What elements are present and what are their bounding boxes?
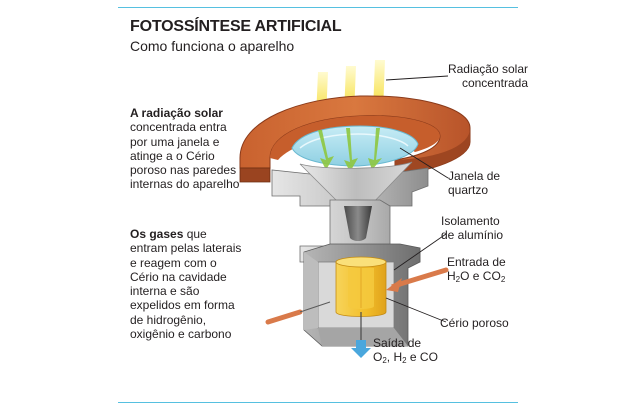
concentrator-cone (299, 161, 413, 207)
paragraph-solar-line: concentrada entra (130, 120, 227, 135)
leader-ceria (385, 297, 447, 323)
paragraph-solar: A radiação solar concentrada entra por u… (130, 106, 255, 192)
quartz-window (291, 125, 419, 167)
gas-inlet-arrow (265, 309, 303, 325)
leader-solar (385, 75, 449, 81)
paragraph-gases-line: e reagem com o (130, 255, 217, 270)
nozzle (344, 206, 372, 241)
formula-part: e CO (406, 350, 438, 364)
formula-part: , H (386, 350, 403, 364)
paragraph-gases-line: interna e são (130, 284, 200, 299)
callout-solar: Radiação solar concentrada (432, 62, 528, 90)
formula-part: O e CO (460, 269, 501, 283)
light-arrow (344, 128, 358, 172)
paragraph-solar-line: poroso nas paredes (130, 163, 237, 178)
page-subtitle: Como funciona o aparelho (130, 38, 295, 54)
callout-solar-line: Radiação solar (447, 62, 528, 76)
gas-inlet-line (299, 301, 331, 313)
paragraph-solar-lead: A radiação solar (130, 106, 223, 120)
formula-part: H (447, 269, 456, 283)
outlet-arrow (351, 340, 371, 358)
top-rule (118, 7, 518, 8)
paragraph-gases-first: que (183, 227, 207, 241)
leader-lines (385, 75, 449, 323)
callout-insulation-line: de alumínio (441, 228, 504, 242)
callout-ceria: Cério poroso (440, 316, 509, 330)
paragraph-solar-line: por uma janela e (130, 134, 220, 149)
paragraph-gases-line: expelidos em forma (130, 298, 235, 313)
gas-inlet-arrows (265, 267, 449, 325)
paragraph-gases-line: entram pelas laterais (130, 241, 242, 256)
paragraph-solar-line: internas do aparelho (130, 177, 240, 192)
formula-sub: 2 (402, 356, 407, 365)
formula-sub: 2 (455, 275, 461, 284)
light-arrows (318, 128, 382, 172)
callout-outlet: Saída de O2, H2 e CO (373, 336, 438, 365)
formula-sub: 2 (500, 275, 506, 284)
paragraph-gases-line: Cério na cavidade (130, 269, 227, 284)
callout-window-line: quartzo (448, 183, 489, 197)
leader-insulation (393, 233, 447, 271)
callout-insulation-line: Isolamento (441, 214, 500, 228)
gas-inlet-arrow (397, 267, 449, 287)
callout-outlet-line1: Saída de (373, 336, 422, 350)
light-arrow (368, 128, 382, 170)
copper-flange (239, 95, 471, 183)
callout-outlet-formula: O2, H2 e CO (373, 350, 438, 365)
paragraph-gases-line: de hidrogênio, (130, 312, 207, 327)
paragraph-solar-line: atinge a o Cério (130, 148, 215, 163)
porous-ceria (335, 256, 387, 317)
callout-inlet-line1: Entrada de (447, 255, 506, 269)
callout-window: Janela de quartzo (448, 169, 500, 197)
leader-window (399, 147, 449, 179)
formula-part: O (373, 350, 383, 364)
callout-inlet: Entrada de H2O e CO2 (447, 255, 506, 284)
callout-insulation: Isolamento de alumínio (441, 214, 503, 242)
bottom-rule (118, 402, 518, 403)
callout-inlet-formula: H2O e CO2 (447, 269, 506, 284)
light-arrow (318, 130, 334, 170)
gas-inlet-arrowhead (386, 278, 402, 292)
callout-solar-line: concentrada (461, 76, 528, 90)
outlet (351, 312, 371, 358)
paragraph-gases: Os gases que entram pelas laterais e rea… (130, 227, 255, 341)
paragraph-gases-line: oxigênio e carbono (130, 327, 232, 342)
callout-window-line: Janela de (448, 169, 501, 183)
page-title: FOTOSSÍNTESE ARTIFICIAL (130, 18, 342, 35)
paragraph-gases-lead: Os gases (130, 227, 184, 241)
formula-sub: 2 (382, 356, 387, 365)
